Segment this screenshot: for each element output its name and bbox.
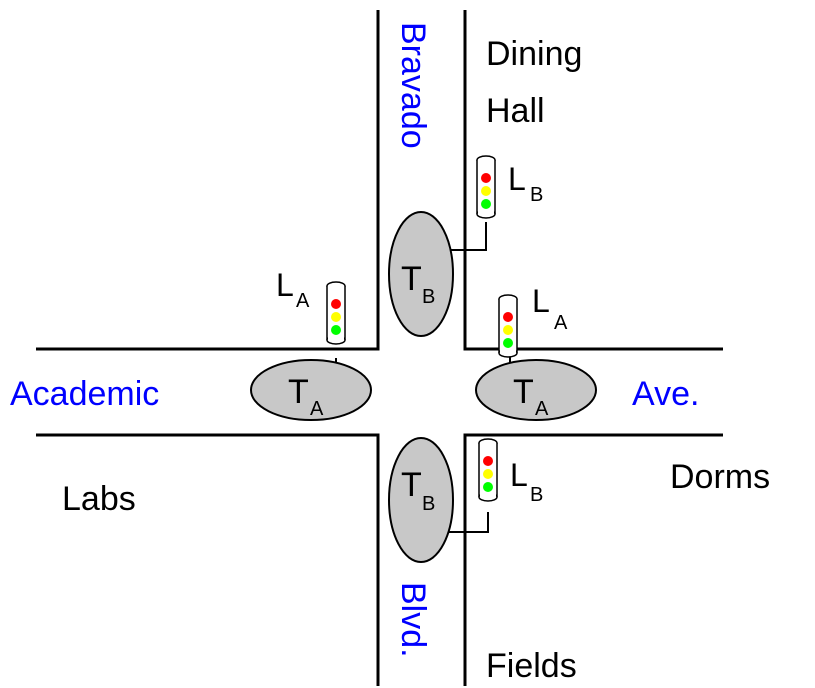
road-edge-bottom-right [463,433,723,686]
road-edge-bottom-left [36,433,380,686]
building-label-dining: Dining [486,35,582,73]
street-label-bravado: Bravado [394,22,432,149]
sensor-ta-left: T A [250,359,372,421]
building-label-dorms: Dorms [670,458,770,496]
building-label-labs: Labs [62,480,136,518]
road-edges [36,10,723,686]
svg-text:A: A [535,398,549,420]
traffic-light-la-left: L A [276,267,346,345]
traffic-light-lb-top: L B [476,155,543,219]
svg-text:B: B [422,286,435,308]
sensor-tb-top: T B [388,211,454,337]
svg-text:L: L [276,267,294,303]
street-label-blvd: Blvd. [394,582,432,658]
svg-text:B: B [530,184,543,206]
traffic-light-la-right: L A [498,283,568,358]
road-edge-top-right [463,10,723,351]
svg-text:A: A [296,290,310,312]
svg-text:T: T [288,373,309,411]
svg-text:L: L [510,457,528,493]
street-label-academic: Academic [10,375,159,413]
svg-text:B: B [530,484,543,506]
sensor-ta-right: T A [475,359,597,421]
road-edge-top-left [36,10,380,351]
building-label-fields: Fields [486,647,577,685]
svg-text:T: T [401,466,422,504]
street-label-ave: Ave. [632,375,699,413]
svg-text:L: L [532,283,550,319]
sensor-tb-bottom: T B [388,437,454,563]
svg-text:T: T [513,373,534,411]
building-label-hall: Hall [486,92,545,130]
svg-text:A: A [310,398,324,420]
traffic-light-lb-bottom: L B [478,438,543,506]
svg-text:B: B [422,493,435,515]
svg-text:L: L [508,161,526,197]
svg-text:A: A [554,312,568,334]
svg-text:T: T [401,260,422,298]
